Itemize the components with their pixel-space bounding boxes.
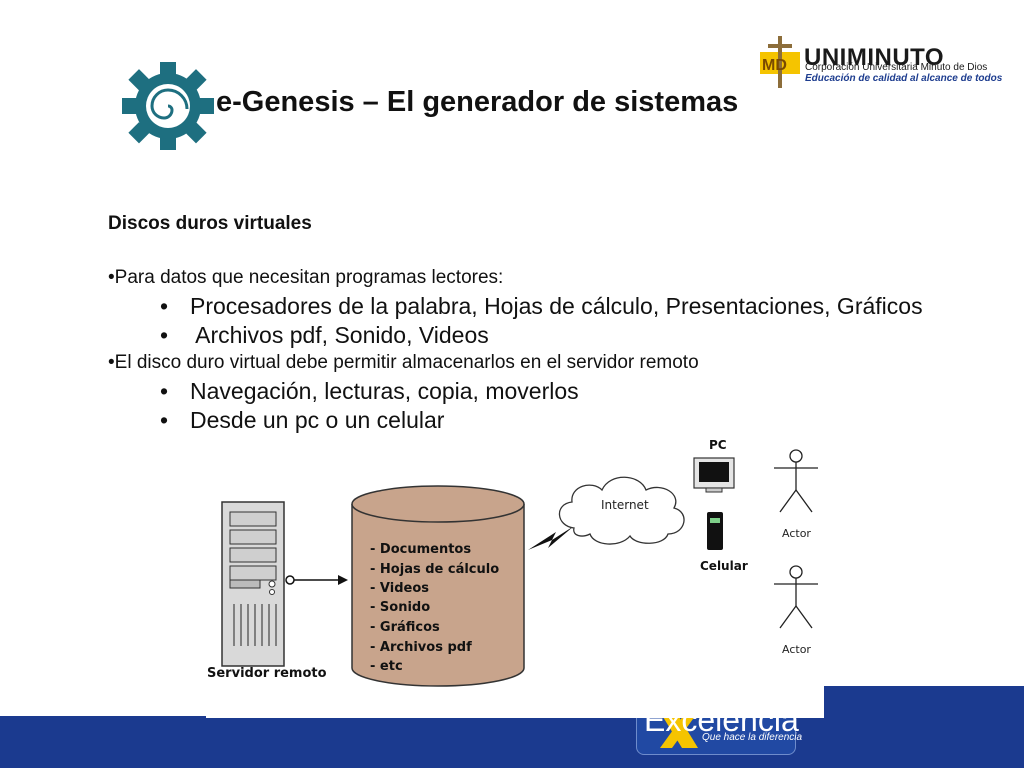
storage-item: - Documentos	[370, 542, 472, 557]
storage-item: - Archivos pdf	[370, 640, 472, 655]
university-name: UNIMINUTO	[804, 44, 945, 71]
bullet-item: •Para datos que necesitan programas lect…	[108, 267, 504, 288]
mobile-phone-icon	[707, 512, 723, 550]
actor-label: Actor	[782, 527, 811, 540]
bullet-marker: •	[160, 293, 169, 319]
sub-bullet-text: Desde un pc o un celular	[190, 407, 445, 433]
server-label: Servidor remoto	[207, 666, 327, 681]
footer-band-step	[822, 686, 1024, 726]
university-logo-mark: MD	[760, 36, 800, 88]
pc-label: PC	[709, 438, 727, 452]
pc-monitor-icon	[693, 457, 735, 493]
university-mark-text: MD	[762, 57, 787, 74]
sub-bullet-item: • Procesadores de la palabra, Hojas de cá…	[160, 293, 923, 320]
storage-cylinder-icon	[351, 485, 525, 687]
storage-item: - etc	[370, 659, 403, 674]
sub-bullet-item: • Archivos pdf, Sonido, Videos	[160, 322, 489, 349]
bullet-item: •El disco duro virtual debe permitir alm…	[108, 352, 699, 373]
internet-cloud-icon	[558, 476, 685, 545]
storage-item: - Hojas de cálculo	[370, 562, 500, 577]
bullet-marker: •	[160, 322, 169, 348]
connector-port	[285, 575, 295, 585]
sub-bullet-text: Procesadores de la palabra, Hojas de cál…	[190, 293, 923, 319]
university-subtitle: Corporación Universitaria Minuto de Dios	[805, 62, 988, 73]
actor-icon	[774, 449, 818, 513]
storage-item: - Gráficos	[370, 620, 440, 635]
arrow-head-icon	[338, 575, 348, 585]
storage-item: - Videos	[370, 581, 430, 596]
sub-bullet-item: • Navegación, lecturas, copia, moverlos	[160, 378, 579, 405]
gear-spiral-icon	[122, 62, 214, 150]
server-tower-icon	[221, 501, 285, 667]
sub-bullet-text: Archivos pdf, Sonido, Videos	[190, 322, 489, 348]
architecture-diagram	[221, 449, 818, 687]
lightning-link-icon	[528, 526, 574, 550]
actor-icon	[774, 565, 818, 629]
page-title: e-Genesis – El generador de sistemas	[216, 86, 739, 118]
actor-label: Actor	[782, 643, 811, 656]
sub-bullet-text: Navegación, lecturas, copia, moverlos	[190, 378, 579, 404]
internet-label: Internet	[601, 498, 649, 512]
sub-bullet-item: • Desde un pc o un celular	[160, 407, 444, 434]
university-tagline: Educación de calidad al alcance de todos	[805, 73, 1003, 84]
bullet-marker: •	[160, 378, 169, 404]
excelencia-x-icon	[660, 712, 698, 748]
phone-label: Celular	[700, 559, 748, 573]
excelencia-tagline: Que hace la diferencia	[702, 732, 803, 743]
bullet-marker: •	[160, 407, 169, 433]
storage-item: - Sonido	[370, 600, 431, 615]
section-heading: Discos duros virtuales	[108, 213, 312, 234]
